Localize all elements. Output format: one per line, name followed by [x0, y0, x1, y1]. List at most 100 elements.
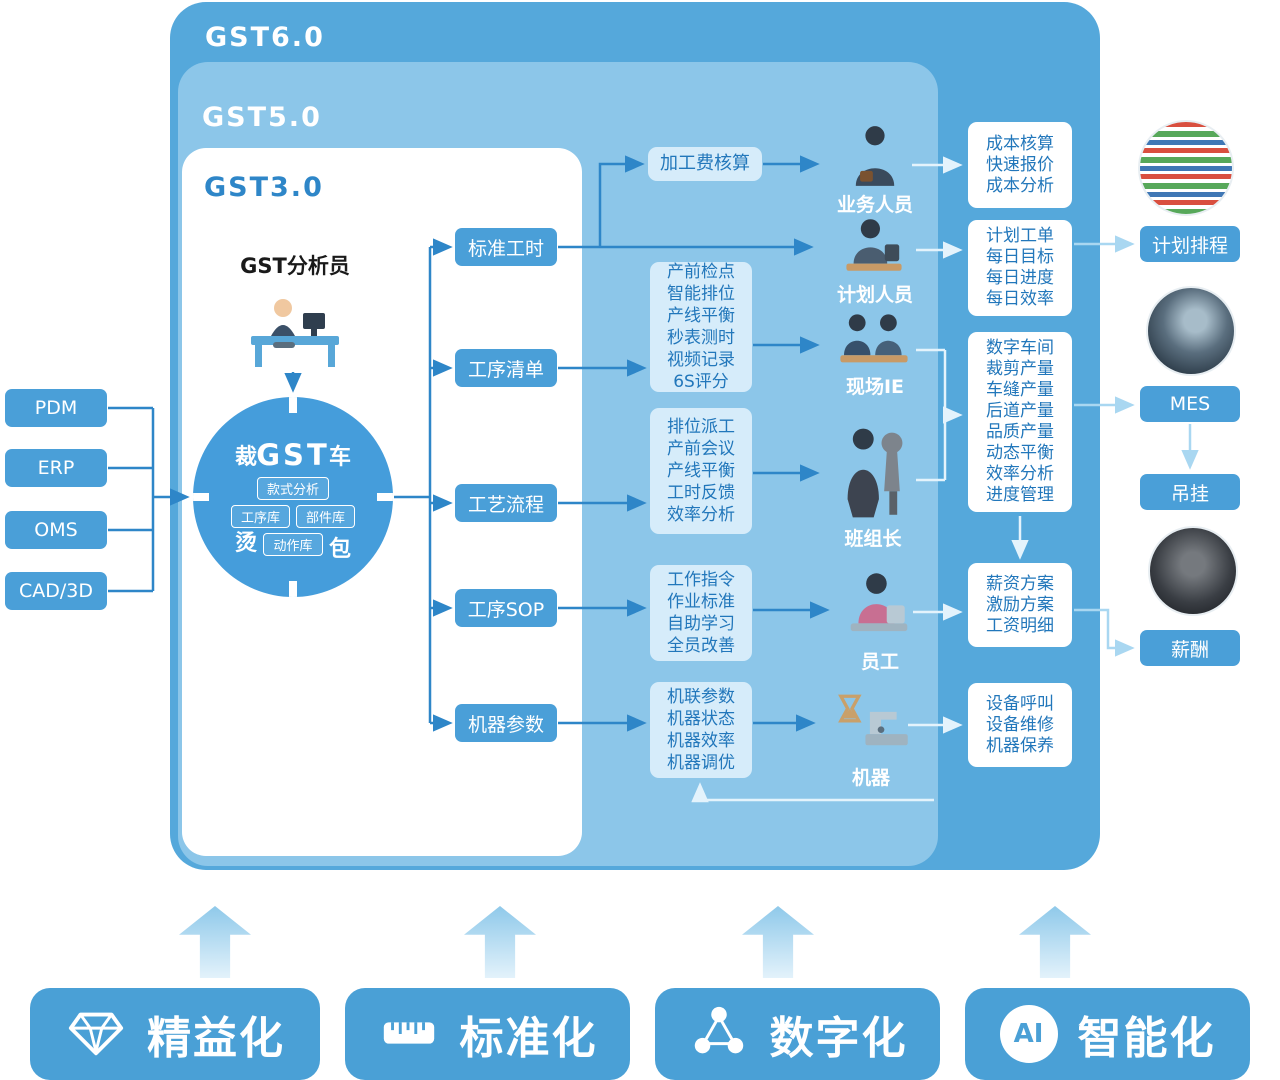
analyst-illustration — [243, 280, 347, 374]
process-line: 视频记录 — [667, 350, 735, 370]
ring-char-pack: 包 — [328, 537, 351, 562]
ring-notch — [193, 493, 209, 501]
role-planner-label: 计划人员 — [836, 284, 914, 306]
input-cad3d: CAD/3D — [5, 572, 107, 610]
network-icon — [688, 1001, 750, 1067]
process-box-costing: 加工费核算 — [648, 147, 762, 181]
gst5-label: GST5.0 — [202, 102, 322, 133]
output-machine-params: 机器参数 — [455, 704, 557, 742]
module-style-analysis: 款式分析 — [256, 477, 329, 500]
result-line: 成本核算 — [986, 133, 1054, 154]
role-ie-figure — [838, 312, 910, 376]
process-line: 机器调优 — [667, 753, 735, 773]
process-box-instruction: 工作指令 作业标准 自助学习 全员改善 — [650, 565, 752, 661]
photo-clothes-rack — [1148, 526, 1238, 616]
result-line: 激励方案 — [986, 594, 1054, 615]
pillar-lean: 精益化 — [30, 988, 320, 1080]
up-arrow — [1019, 906, 1091, 978]
result-line: 效率分析 — [986, 464, 1054, 484]
result-line: 成本分析 — [986, 175, 1054, 196]
process-box-dispatch: 排位派工 产前会议 产线平衡 工时反馈 效率分析 — [650, 408, 752, 534]
module-action-lib: 动作库 — [263, 533, 323, 556]
pillar-label: 精益化 — [147, 1013, 285, 1064]
input-oms: OMS — [5, 511, 107, 549]
gst3-label: GST3.0 — [204, 172, 324, 203]
module-payroll: 薪酬 — [1140, 630, 1240, 666]
input-erp: ERP — [5, 449, 107, 487]
role-leader-label: 班组长 — [844, 528, 902, 550]
up-arrow — [464, 906, 536, 978]
result-box-salary: 薪资方案 激励方案 工资明细 — [968, 563, 1072, 647]
ring-char-cut: 裁 — [235, 445, 258, 470]
ai-icon-text: AI — [1013, 1019, 1044, 1049]
gem-icon — [65, 1001, 127, 1067]
ring-notch — [289, 581, 297, 597]
process-line: 机器状态 — [667, 709, 735, 729]
result-box-plan: 计划工单 每日目标 每日进度 每日效率 — [968, 220, 1072, 316]
result-line: 每日进度 — [986, 268, 1054, 288]
result-line: 薪资方案 — [986, 573, 1054, 594]
gst6-label: GST6.0 — [205, 22, 325, 53]
result-box-equipment: 设备呼叫 设备维修 机器保养 — [968, 683, 1072, 767]
core-stack: GST 款式分析 工序库 部件库 动作库 — [193, 397, 393, 597]
module-process-lib: 工序库 — [230, 505, 290, 528]
photo-workshop — [1146, 286, 1236, 376]
output-standard-time: 标准工时 — [455, 228, 557, 266]
process-box-machine: 机联参数 机器状态 机器效率 机器调优 — [650, 682, 752, 778]
ring-notch — [289, 397, 297, 413]
process-box-preproduction: 产前检点 智能排位 产线平衡 秒表测时 视频记录 6S评分 — [650, 262, 752, 392]
role-worker-figure — [848, 572, 910, 648]
result-line: 设备呼叫 — [986, 693, 1054, 714]
pillar-digital: 数字化 — [655, 988, 940, 1080]
role-ie-label: 现场IE — [845, 376, 905, 398]
result-line: 计划工单 — [986, 226, 1054, 246]
result-line: 后道产量 — [986, 401, 1054, 421]
result-line: 动态平衡 — [986, 443, 1054, 463]
process-line: 效率分析 — [667, 505, 735, 525]
process-line: 产前检点 — [667, 262, 735, 282]
process-line: 机联参数 — [667, 687, 735, 707]
process-line: 自助学习 — [667, 614, 735, 634]
up-arrow — [742, 906, 814, 978]
pillar-label: 标准化 — [459, 1013, 598, 1064]
pillar-label: 数字化 — [769, 1013, 908, 1064]
role-worker-label: 员工 — [860, 651, 900, 673]
core-title: GST — [256, 438, 330, 472]
module-hanging: 吊挂 — [1140, 474, 1240, 510]
role-business-figure — [846, 124, 904, 192]
role-machine-figure — [832, 690, 910, 760]
process-line: 产前会议 — [667, 439, 735, 459]
result-line: 裁剪产量 — [986, 359, 1054, 379]
result-line: 快速报价 — [986, 154, 1054, 175]
ring-char-sew: 车 — [328, 445, 351, 470]
role-machine-label: 机器 — [851, 767, 891, 789]
process-line: 机器效率 — [667, 731, 735, 751]
output-process-list: 工序清单 — [455, 349, 557, 387]
process-line: 全员改善 — [667, 636, 735, 656]
process-line: 智能排位 — [667, 284, 735, 304]
process-line: 排位派工 — [667, 417, 735, 437]
ring-char-iron: 烫 — [235, 531, 258, 556]
result-line: 车缝产量 — [986, 380, 1054, 400]
process-line: 6S评分 — [673, 372, 729, 392]
process-line: 工时反馈 — [667, 483, 735, 503]
result-line: 每日目标 — [986, 247, 1054, 267]
pillar-standard: 标准化 — [345, 988, 630, 1080]
role-leader-figure — [842, 426, 908, 524]
module-scheduling: 计划排程 — [1140, 226, 1240, 262]
input-pdm: PDM — [5, 389, 107, 427]
output-process-flow: 工艺流程 — [455, 484, 557, 522]
ai-icon: AI — [999, 1005, 1058, 1063]
module-part-lib: 部件库 — [296, 505, 356, 528]
role-business-label: 业务人员 — [836, 194, 914, 216]
ring-notch — [377, 493, 393, 501]
gst-core-circle: 裁 车 烫 包 GST 款式分析 工序库 部件库 动作库 — [193, 397, 393, 597]
result-line: 数字车间 — [986, 338, 1054, 358]
module-lib-row: 工序库 部件库 — [230, 505, 356, 528]
result-line: 每日效率 — [986, 289, 1054, 309]
result-line: 设备维修 — [986, 714, 1054, 735]
result-line: 进度管理 — [986, 485, 1054, 505]
result-box-cost: 成本核算 快速报价 成本分析 — [968, 122, 1072, 208]
pillar-label: 智能化 — [1077, 1013, 1216, 1064]
